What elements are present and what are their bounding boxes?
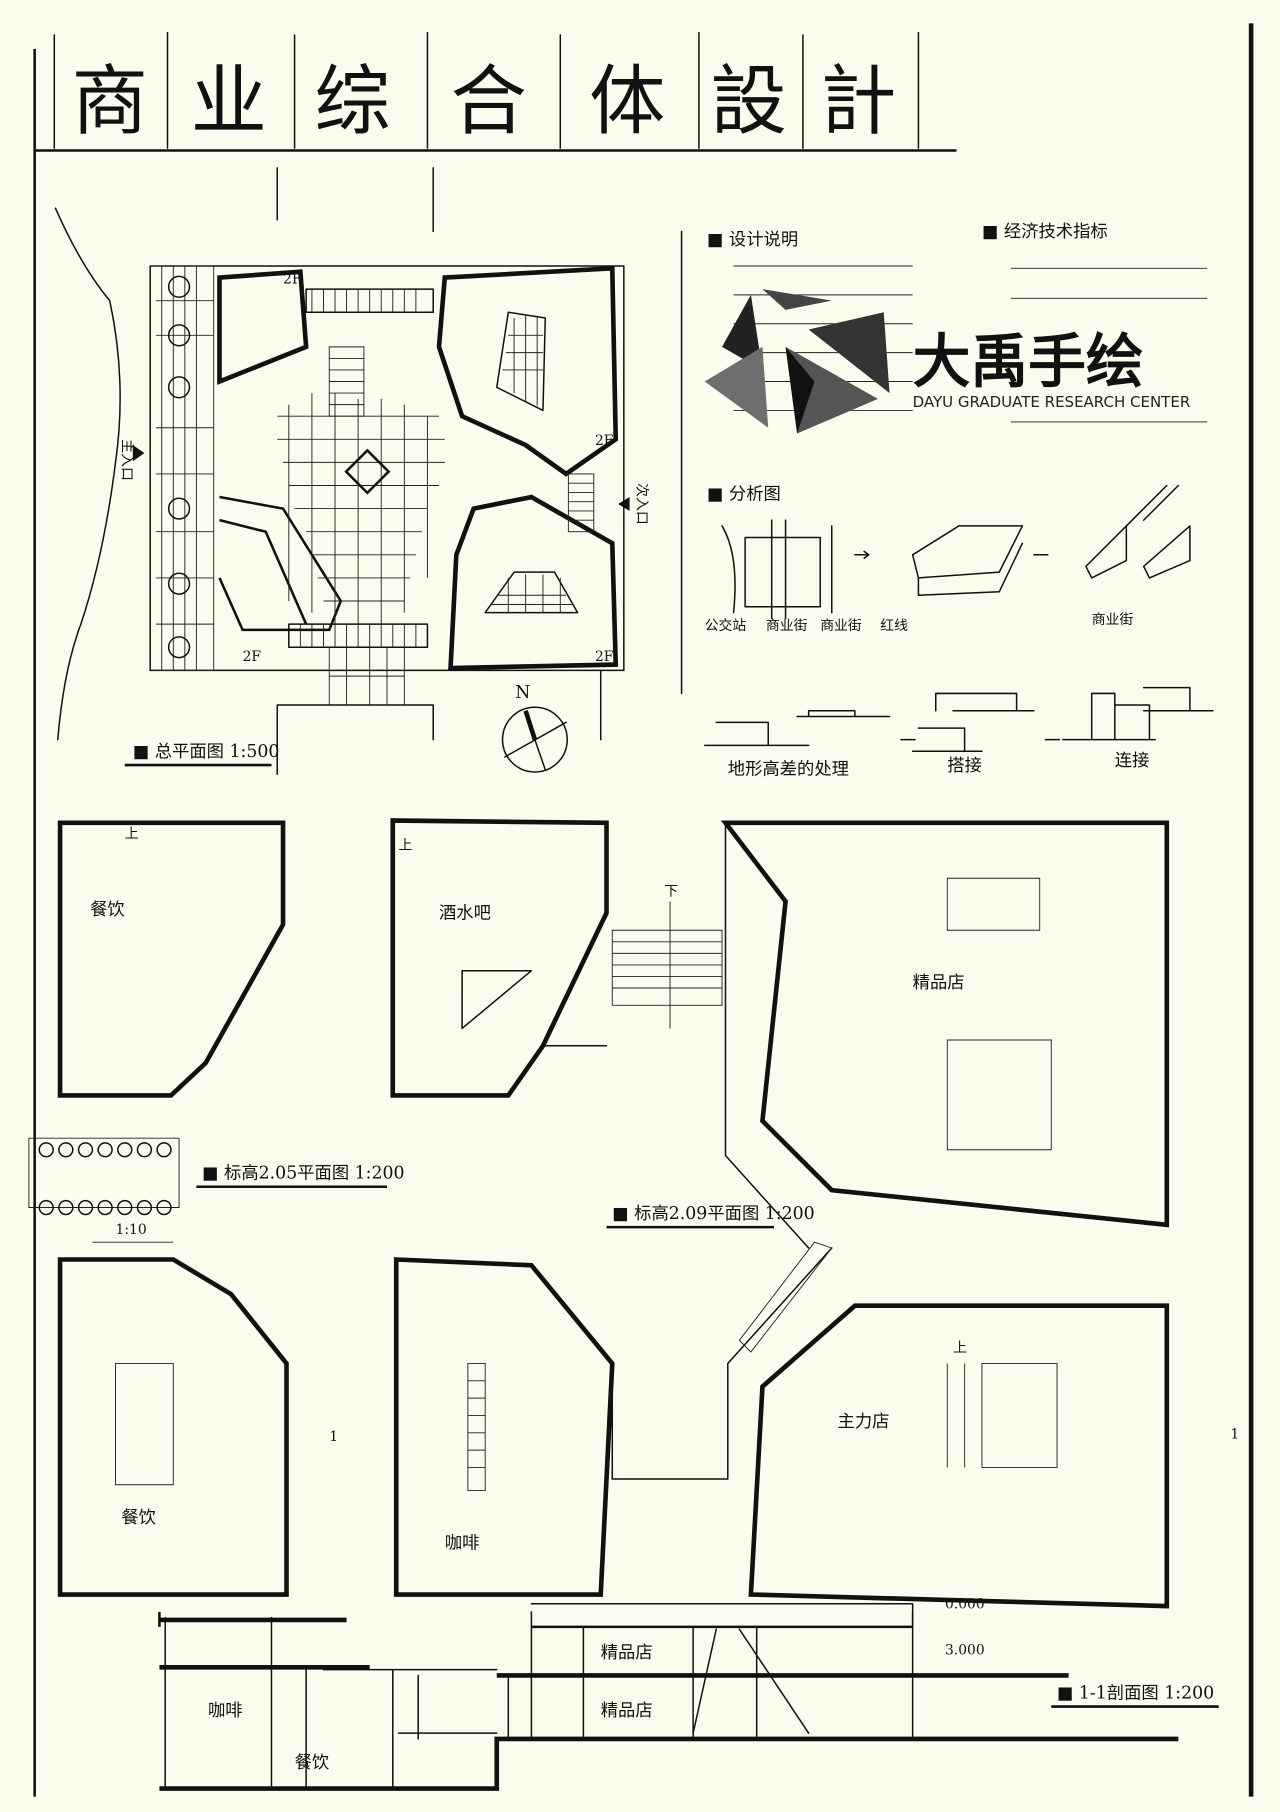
analysis-label: 红线 <box>880 618 908 634</box>
stair-up-label: 上 <box>953 1340 967 1356</box>
analysis-diagrams: ■ 分析图 公交站 商业街 商业街 红线 商业街 地形高差的处理 搭接 连接 <box>703 484 1214 779</box>
plan-a-caption: ■ 标高2.05平面图 1:200 <box>202 1164 404 1184</box>
analysis-heading: ■ 分析图 <box>707 484 781 504</box>
design-notes-heading: ■ 设计说明 <box>707 230 798 250</box>
analysis-label: 公交站 <box>705 617 747 634</box>
north-label: N <box>515 683 530 703</box>
floor-mark: 2F <box>283 271 302 287</box>
title-char: 商 <box>72 56 148 145</box>
stair-up-label: 上 <box>125 826 139 842</box>
room-label-cafe: 咖啡 <box>445 1533 480 1553</box>
north-arrow-icon: N <box>501 683 568 773</box>
floor-plans: 餐饮 酒水吧 精品店 餐饮 咖啡 主力店 下 上 上 上 1:10 1 1 ■ … <box>28 818 1239 1609</box>
title-bar: 商 业 综 合 体 設 計 <box>34 31 957 152</box>
room-label-restaurant: 餐饮 <box>90 900 125 920</box>
main-entrance-label: 主入口 <box>118 439 134 481</box>
logo-name: 大禹手绘 <box>913 328 1144 396</box>
room-label-anchor-store: 主力店 <box>838 1412 890 1432</box>
level-mark: 0.000 <box>945 1596 985 1612</box>
site-plan: 主入口 次入口 2F 2F 2F 2F N ■ 总平面图 1:500 <box>54 167 650 776</box>
entrance-arrow-icon <box>132 445 145 462</box>
terrain-label: 连接 <box>1115 751 1150 771</box>
floor-mark: 2F <box>595 649 614 665</box>
secondary-entrance-label: 次入口 <box>634 483 650 525</box>
section-caption: ■ 1-1剖面图 1:200 <box>1057 1683 1214 1703</box>
analysis-label: 商业街 <box>766 618 808 634</box>
section-room-label: 精品店 <box>601 1643 653 1663</box>
terrain-label: 搭接 <box>947 756 982 776</box>
analysis-label: 商业街 <box>1092 612 1134 628</box>
terrain-label: 地形高差的处理 <box>728 759 849 779</box>
stair-down-label: 下 <box>664 884 678 900</box>
section-room-label: 精品店 <box>601 1701 653 1721</box>
floor-mark: 2F <box>595 433 614 449</box>
ramp-slope-label: 1:10 <box>116 1222 147 1238</box>
tech-indicators: ■ 经济技术指标 <box>982 222 1208 423</box>
section-mark: 1 <box>329 1429 338 1445</box>
title-char: 計 <box>820 56 896 145</box>
logo-subtitle: DAYU GRADUATE RESEARCH CENTER <box>913 393 1191 411</box>
design-notes: ■ 设计说明 <box>680 230 913 695</box>
section-room-label: 餐饮 <box>295 1753 330 1773</box>
entrance-arrow-icon <box>618 497 630 511</box>
site-plan-caption: ■ 总平面图 1:500 <box>133 742 280 762</box>
plan-b-caption: ■ 标高2.09平面图 1:200 <box>612 1204 814 1224</box>
floor-mark: 2F <box>243 649 262 665</box>
title-char: 综 <box>314 56 390 145</box>
title-char: 体 <box>589 56 665 145</box>
analysis-label: 商业街 <box>820 618 862 634</box>
room-label-boutique: 精品店 <box>913 973 965 993</box>
logo-mark-icon <box>704 289 890 434</box>
section-room-label: 咖啡 <box>208 1701 243 1721</box>
room-label-restaurant: 餐饮 <box>121 1508 156 1528</box>
section-1-1: 精品店 精品店 咖啡 餐饮 0.000 3.000 ■ 1-1剖面图 1:200 <box>158 1596 1219 1791</box>
title-char: 业 <box>191 56 267 145</box>
tech-indicators-heading: ■ 经济技术指标 <box>982 222 1108 242</box>
stair-up-label: 上 <box>399 837 413 853</box>
title-char: 設 <box>710 56 786 145</box>
room-label-bar: 酒水吧 <box>439 904 491 924</box>
board-frame <box>33 23 1254 1797</box>
section-mark: 1 <box>1230 1427 1239 1443</box>
title-char: 合 <box>451 56 527 145</box>
logo: 大禹手绘 DAYU GRADUATE RESEARCH CENTER <box>704 289 1191 434</box>
level-mark: 3.000 <box>945 1643 985 1659</box>
